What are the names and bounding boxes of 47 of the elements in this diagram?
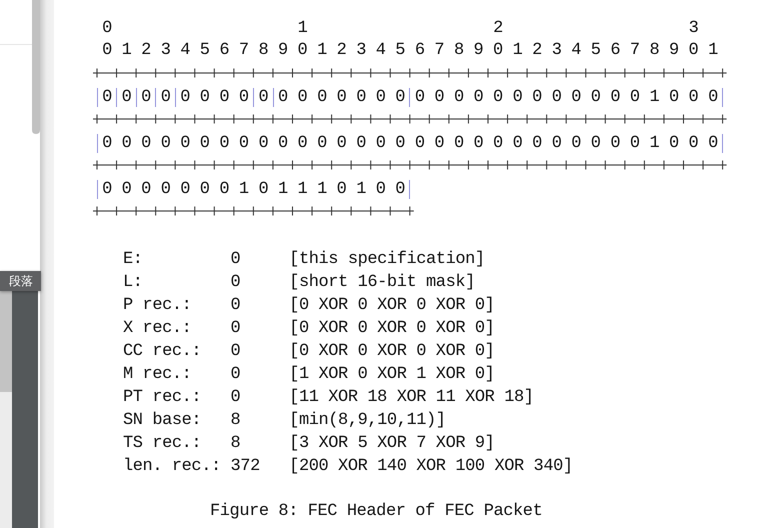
bit-field: 0 0 0 0 0 0 0 0 0 0 0 0 0 0 0 0 0 0 0 0 0 0 0 0 0 0 0 0 1 0 0 0: [96, 134, 724, 152]
field-name: TS rec.:: [123, 434, 202, 452]
field-value: 8: [230, 410, 240, 430]
bit-field: 0: [96, 88, 116, 106]
bit-offset-number: 2: [493, 18, 503, 38]
field-name: P rec.:: [123, 296, 192, 314]
bit-field: 0 0 0 0 0 0 0: [272, 88, 410, 106]
field-description: [200 XOR 140 XOR 100 XOR 340]: [289, 456, 573, 476]
field-description: [11 XOR 18 XOR 11 XOR 18]: [289, 388, 534, 406]
field-description: [0 XOR 0 XOR 0 XOR 0]: [289, 296, 494, 314]
bit-ruler: 0 1 2 3 4 5 6 7 8 9 0 1 2 3 4 5 6 7 8 9 0 1 2 3 4 5 6 7 8 9 0 1: [102, 40, 718, 60]
figure-caption: Figure 8: FEC Header of FEC Packet: [210, 502, 542, 520]
bit-field: 0: [155, 88, 175, 106]
field-description: [min(8,9,10,11)]: [289, 410, 446, 430]
field-value: 0: [230, 272, 240, 292]
field-value: 0: [230, 318, 240, 338]
field-value: 0: [230, 388, 240, 406]
field-description: [0 XOR 0 XOR 0 XOR 0]: [289, 342, 494, 360]
field-description: [this specification]: [289, 250, 485, 268]
field-description: [short 16-bit mask]: [289, 272, 475, 292]
field-description: [0 XOR 0 XOR 0 XOR 0]: [289, 318, 494, 338]
field-name: SN base:: [123, 410, 202, 430]
field-value: 0: [230, 342, 240, 360]
field-name: L:: [123, 272, 143, 292]
field-value: 0: [230, 364, 240, 384]
tooltip: 段落: [0, 271, 41, 291]
field-value: 0: [230, 250, 240, 268]
field-value: 8: [230, 434, 240, 452]
bit-field: 0: [116, 88, 136, 106]
field-name: len. rec.:: [123, 456, 221, 476]
bit-field: 0 0 0 0: [174, 88, 254, 106]
field-description: [3 XOR 5 XOR 7 XOR 9]: [289, 434, 494, 452]
field-name: E:: [123, 250, 143, 268]
bit-field: 0 0 0 0 0 0 0 0 0 0 0 0 1 0 0 0: [409, 88, 724, 106]
field-name: M rec.:: [123, 364, 192, 384]
bit-field: 0 0 0 0 0 0 0 1 0 1 1 1 0 1 0 0: [96, 180, 410, 198]
field-value: 0: [230, 296, 240, 314]
bit-offset-number: 1: [298, 18, 308, 38]
field-name: PT rec.:: [123, 388, 202, 406]
field-name: X rec.:: [123, 318, 192, 338]
bit-field: 0: [136, 88, 156, 106]
bit-field: 0: [253, 88, 273, 106]
field-description: [1 XOR 0 XOR 1 XOR 0]: [289, 364, 494, 384]
field-value: 372: [230, 456, 260, 476]
bit-offset-number: 0: [102, 18, 112, 38]
bit-offset-number: 3: [688, 18, 698, 38]
field-name: CC rec.:: [123, 342, 202, 360]
